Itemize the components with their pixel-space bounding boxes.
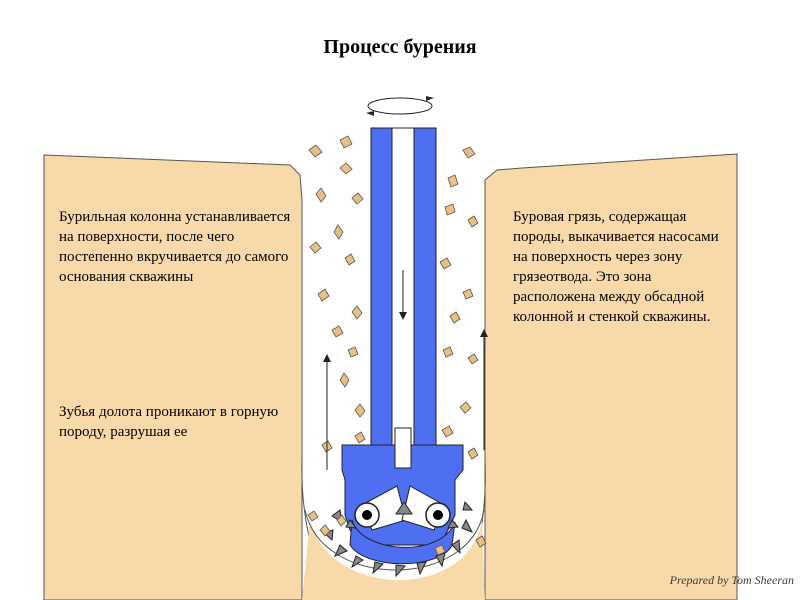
drill-string-caption: Бурильная колонна устанавливается на пов… [59, 209, 291, 285]
rock-cuttings [307, 135, 487, 556]
drill-bit [341, 427, 464, 565]
drill-pipe [370, 127, 437, 449]
borehole-floor [302, 520, 485, 600]
mud-flow-arrows [323, 329, 488, 470]
bit-teeth-caption: Зубья долота проникают в горную породу, … [59, 404, 279, 440]
ground-right [484, 153, 738, 600]
bit-cone-right [401, 485, 451, 531]
page-title: Процесс бурения [323, 36, 477, 58]
bit-cone-left [354, 485, 407, 531]
ground-left [43, 154, 303, 600]
rotation-arrow-icon [366, 96, 434, 116]
drilling-mud-caption: Буровая грязь, содержащая породы, выкачи… [513, 209, 719, 325]
author-credit: Prepared by Tom Sheeran [669, 573, 794, 587]
